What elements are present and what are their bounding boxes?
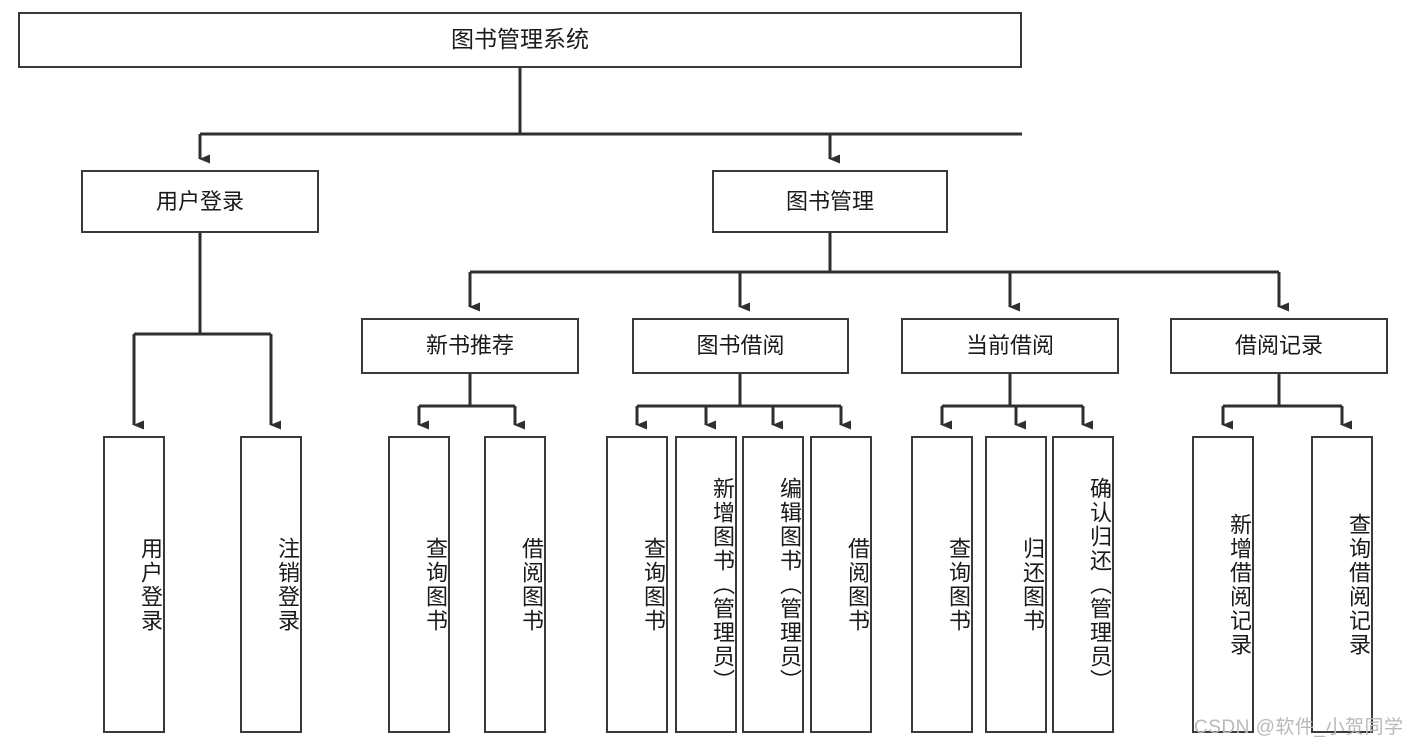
- leaf-confirm-return-admin[interactable]: 确认归还（管理员）: [1052, 436, 1114, 733]
- leaf-query-book-current[interactable]: 查询图书: [911, 436, 973, 733]
- node-new-book-recommend-label: 新书推荐: [425, 333, 514, 359]
- leaf-query-borrow-record-label: 查询借阅记录: [1346, 512, 1371, 657]
- leaf-user-logout-label: 注销登录: [275, 536, 300, 633]
- node-borrow-record-label: 借阅记录: [1234, 333, 1323, 359]
- leaf-user-logout[interactable]: 注销登录: [240, 436, 302, 733]
- leaf-add-borrow-record-label: 新增借阅记录: [1227, 512, 1252, 657]
- leaf-return-book-label: 归还图书: [1020, 536, 1045, 633]
- leaf-return-book[interactable]: 归还图书: [985, 436, 1047, 733]
- leaf-query-borrow-record[interactable]: 查询借阅记录: [1311, 436, 1373, 733]
- node-new-book-recommend[interactable]: 新书推荐: [361, 318, 579, 374]
- leaf-confirm-return-admin-label: 确认归还（管理员）: [1087, 476, 1112, 693]
- leaf-add-book-admin[interactable]: 新增图书（管理员）: [675, 436, 737, 733]
- leaf-edit-book-admin[interactable]: 编辑图书（管理员）: [742, 436, 804, 733]
- leaf-user-login-label: 用户登录: [138, 536, 163, 633]
- node-user-login[interactable]: 用户登录: [81, 170, 319, 233]
- node-book-borrow-label: 图书借阅: [696, 333, 785, 359]
- leaf-query-book-recommend[interactable]: 查询图书: [388, 436, 450, 733]
- node-book-management[interactable]: 图书管理: [712, 170, 948, 233]
- leaf-add-book-admin-label: 新增图书（管理员）: [710, 476, 735, 693]
- node-book-management-label: 图书管理: [785, 188, 874, 214]
- leaf-borrow-book[interactable]: 借阅图书: [810, 436, 872, 733]
- node-current-borrow-label: 当前借阅: [965, 333, 1054, 359]
- leaf-borrow-book-recommend[interactable]: 借阅图书: [484, 436, 546, 733]
- leaf-user-login[interactable]: 用户登录: [103, 436, 165, 733]
- leaf-edit-book-admin-label: 编辑图书（管理员）: [777, 476, 802, 693]
- leaf-query-book-borrow[interactable]: 查询图书: [606, 436, 668, 733]
- node-root-label: 图书管理系统: [451, 26, 589, 53]
- leaf-add-borrow-record[interactable]: 新增借阅记录: [1192, 436, 1254, 733]
- node-borrow-record[interactable]: 借阅记录: [1170, 318, 1388, 374]
- node-book-borrow[interactable]: 图书借阅: [632, 318, 849, 374]
- leaf-borrow-book-recommend-label: 借阅图书: [519, 536, 544, 633]
- leaf-query-book-borrow-label: 查询图书: [641, 536, 666, 633]
- leaf-query-book-current-label: 查询图书: [946, 536, 971, 633]
- node-user-login-label: 用户登录: [155, 188, 244, 214]
- node-root[interactable]: 图书管理系统: [18, 12, 1022, 68]
- leaf-query-book-recommend-label: 查询图书: [423, 536, 448, 633]
- node-current-borrow[interactable]: 当前借阅: [901, 318, 1119, 374]
- leaf-borrow-book-label: 借阅图书: [845, 536, 870, 633]
